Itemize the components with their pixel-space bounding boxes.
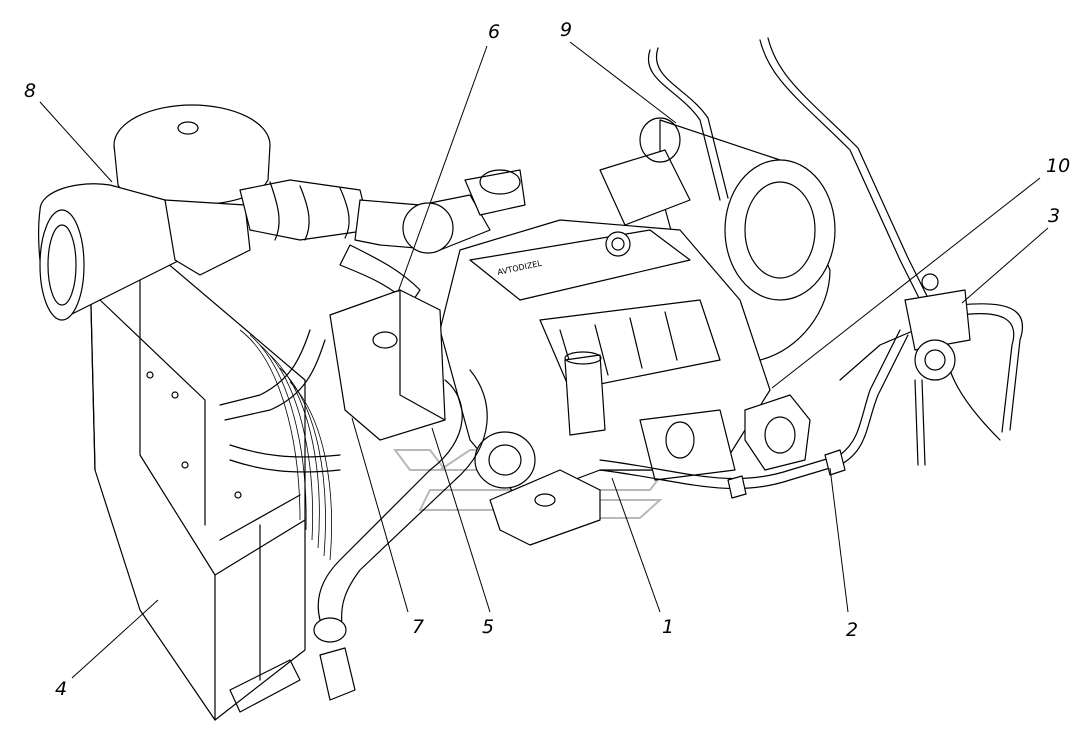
callout-7: 7 (412, 616, 424, 638)
callout-labels: 1 2 3 4 5 6 7 8 9 10 (24, 19, 1070, 700)
callout-2: 2 (846, 619, 858, 641)
leader-6 (397, 45, 488, 293)
expansion-tank (329, 289, 446, 441)
callout-10: 10 (1046, 155, 1070, 177)
coolant-hoses (219, 329, 488, 701)
leader-lines (39, 41, 1049, 679)
radiator-core (239, 329, 332, 561)
fuel-prefilter (904, 273, 971, 466)
alternator (474, 431, 536, 489)
intake-piping (339, 169, 526, 306)
leader-8 (39, 101, 113, 183)
air-cleaner (38, 104, 371, 321)
leader-1 (611, 477, 661, 613)
leader-5 (431, 427, 491, 613)
leader-10 (771, 177, 1041, 389)
leader-4 (71, 599, 159, 679)
radiator-assembly (89, 239, 332, 721)
leader-7 (351, 417, 409, 613)
callout-6: 6 (488, 21, 500, 43)
leader-2 (829, 467, 849, 613)
starter-motor (639, 409, 736, 481)
engine-fuel-filter (564, 351, 606, 436)
fuel-lines (599, 37, 1024, 499)
callout-3: 3 (1048, 205, 1060, 227)
engine-block: AVTODIZEL (439, 219, 811, 546)
callout-9: 9 (560, 19, 572, 41)
callout-4: 4 (55, 678, 67, 700)
leader-3 (961, 227, 1049, 304)
callout-1: 1 (662, 616, 674, 638)
callout-8: 8 (24, 80, 36, 102)
callout-5: 5 (482, 616, 494, 638)
leader-9 (569, 41, 677, 124)
